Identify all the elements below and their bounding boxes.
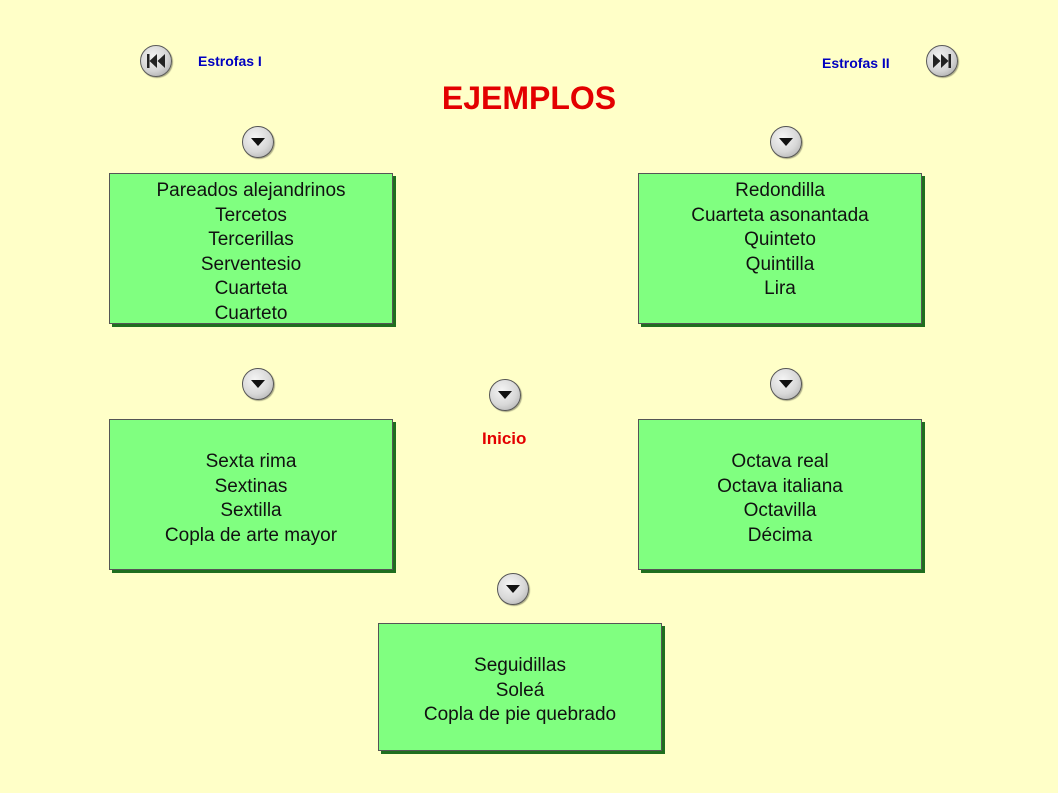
- link-estrofas-2[interactable]: Estrofas II: [822, 55, 890, 71]
- box-item[interactable]: Cuarteto: [214, 302, 288, 324]
- box-item[interactable]: Sextilla: [220, 500, 282, 521]
- page-title: EJEMPLOS: [441, 80, 617, 116]
- chevron-down-icon: [779, 380, 793, 388]
- box-item[interactable]: Quinteto: [744, 229, 816, 250]
- chevron-down-icon: [251, 138, 265, 146]
- box-pareados-cuarteto[interactable]: Pareados alejandrinos Tercetos Tercerill…: [109, 173, 393, 324]
- expand-button-3[interactable]: [242, 368, 274, 400]
- box-item[interactable]: Quintilla: [745, 253, 815, 275]
- inicio-link[interactable]: Inicio: [482, 429, 527, 448]
- box-item[interactable]: Serventesio: [200, 253, 302, 275]
- inicio-button[interactable]: [489, 379, 521, 411]
- link-estrofas-1[interactable]: Estrofas I: [198, 53, 262, 69]
- box-item[interactable]: Décima: [747, 524, 813, 546]
- box-item[interactable]: Lira: [764, 278, 796, 299]
- rewind-icon: [147, 54, 165, 68]
- expand-button-4[interactable]: [770, 368, 802, 400]
- chevron-down-icon: [506, 585, 520, 593]
- box-seguidillas-copla[interactable]: Seguidillas Soleá Copla de pie quebrado: [378, 623, 662, 751]
- box-sexta-copla[interactable]: Sexta rima Sextinas Sextilla Copla de ar…: [109, 419, 393, 570]
- box-item[interactable]: Octava real: [731, 451, 829, 472]
- box-item[interactable]: Sextinas: [214, 475, 288, 497]
- next-section-button[interactable]: [926, 45, 958, 77]
- box-item[interactable]: Copla de arte mayor: [164, 524, 338, 546]
- box-item[interactable]: Copla de pie quebrado: [423, 704, 617, 725]
- box-item[interactable]: Octavilla: [743, 500, 817, 521]
- previous-section-button[interactable]: [140, 45, 172, 77]
- chevron-down-icon: [498, 391, 512, 399]
- chevron-down-icon: [251, 380, 265, 388]
- box-item[interactable]: Pareados alejandrinos: [156, 180, 346, 201]
- box-item[interactable]: Seguidillas: [474, 655, 566, 676]
- box-item[interactable]: Soleá: [495, 679, 545, 701]
- box-octava-decima[interactable]: Octava real Octava italiana Octavilla Dé…: [638, 419, 922, 570]
- chevron-down-icon: [779, 138, 793, 146]
- box-item[interactable]: Tercetos: [215, 204, 287, 226]
- box-item[interactable]: Octava italiana: [717, 475, 843, 497]
- box-item[interactable]: Cuarteta: [214, 278, 288, 299]
- expand-button-1[interactable]: [242, 126, 274, 158]
- expand-button-2[interactable]: [770, 126, 802, 158]
- box-item[interactable]: Cuarteta asonantada: [691, 204, 869, 226]
- box-redondilla-lira[interactable]: Redondilla Cuarteta asonantada Quinteto …: [638, 173, 922, 324]
- box-item[interactable]: Tercerillas: [208, 229, 294, 250]
- box-item[interactable]: Redondilla: [735, 180, 825, 201]
- box-item[interactable]: Sexta rima: [205, 451, 297, 472]
- fast-forward-icon: [933, 54, 951, 68]
- expand-button-5[interactable]: [497, 573, 529, 605]
